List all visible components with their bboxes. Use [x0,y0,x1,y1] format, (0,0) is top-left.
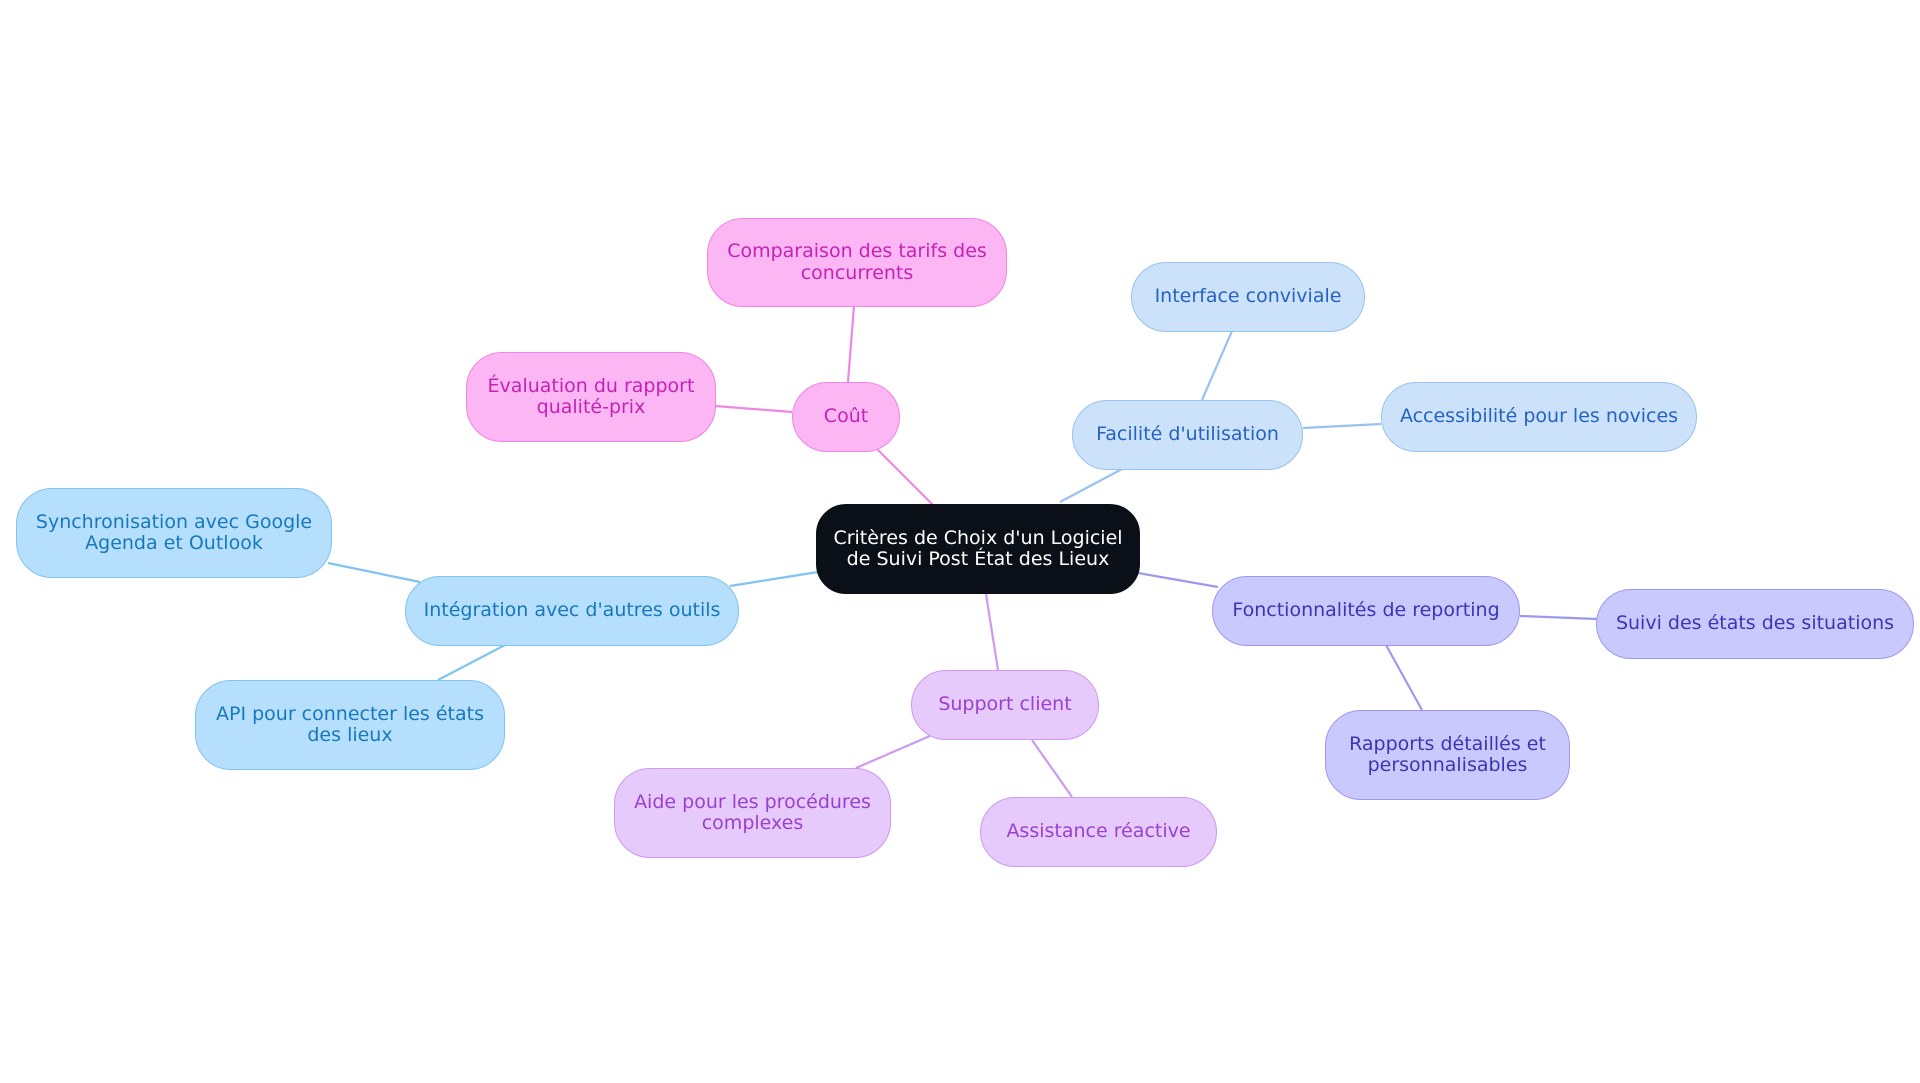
leaf-label-assistance-reactive: Assistance réactive [1006,820,1191,843]
edge-root-integration [729,570,819,588]
leaf-node-interface-conviviale: Interface conviviale [1131,262,1365,332]
edge-facilite-accessibilite [1302,422,1382,430]
edge-root-reporting [1137,571,1219,589]
edge-support-aide [855,734,931,770]
edge-reporting-rapports [1385,644,1423,711]
root-label: Critères de Choix d'un Logiciel de Suivi… [833,526,1123,570]
branch-label-support: Support client [938,693,1072,716]
leaf-node-aide-procedures: Aide pour les procédures complexes [614,768,891,858]
leaf-node-accessibilite-novices: Accessibilité pour les novices [1381,382,1697,452]
leaf-node-suivi-etats-situations: Suivi des états des situations [1596,589,1914,659]
leaf-node-rapports-personnalisables: Rapports détaillés et personnalisables [1325,710,1570,800]
edge-cout-comparaison [846,305,856,383]
edge-reporting-suivi [1519,614,1598,621]
leaf-label-rapports-personnalisables: Rapports détaillés et personnalisables [1349,732,1546,776]
branch-label-reporting: Fonctionnalités de reporting [1232,599,1500,622]
edge-root-support [984,593,1000,671]
leaf-node-synchronisation-agenda: Synchronisation avec Google Agenda et Ou… [16,488,332,578]
leaf-node-rapport-qualite-prix: Évaluation du rapport qualité-prix [466,352,716,442]
edge-root-facilite [1059,467,1125,503]
leaf-label-comparaison-tarifs: Comparaison des tarifs des concurrents [727,240,987,284]
leaf-node-api-etats-lieux: API pour connecter les états des lieux [195,680,505,770]
leaf-label-interface-conviviale: Interface conviviale [1154,285,1342,308]
root-node: Critères de Choix d'un Logiciel de Suivi… [816,504,1140,594]
branch-node-integration: Intégration avec d'autres outils [405,576,739,646]
leaf-label-synchronisation-agenda: Synchronisation avec Google Agenda et Ou… [35,510,313,554]
branch-label-cout: Coût [823,405,869,428]
edge-root-cout [875,447,934,506]
edge-facilite-interface [1200,330,1234,401]
leaf-label-api-etats-lieux: API pour connecter les états des lieux [216,702,484,746]
leaf-label-rapport-qualite-prix: Évaluation du rapport qualité-prix [487,374,695,418]
leaf-label-suivi-etats-situations: Suivi des états des situations [1615,612,1895,635]
leaf-label-accessibilite-novices: Accessibilité pour les novices [1399,405,1679,428]
branch-label-facilite: Facilité d'utilisation [1096,423,1279,446]
branch-node-facilite: Facilité d'utilisation [1072,400,1303,470]
leaf-node-assistance-reactive: Assistance réactive [980,797,1217,867]
branch-node-reporting: Fonctionnalités de reporting [1212,576,1520,646]
edge-support-assistance [1031,739,1073,798]
edge-integration-api [437,644,506,681]
branch-label-integration: Intégration avec d'autres outils [423,599,721,622]
leaf-node-comparaison-tarifs: Comparaison des tarifs des concurrents [707,218,1007,307]
branch-node-cout: Coût [792,382,900,452]
edge-cout-evaluation [714,404,793,414]
branch-node-support: Support client [911,670,1099,740]
leaf-label-aide-procedures: Aide pour les procédures complexes [634,790,871,834]
edge-integration-synchro [327,561,421,584]
